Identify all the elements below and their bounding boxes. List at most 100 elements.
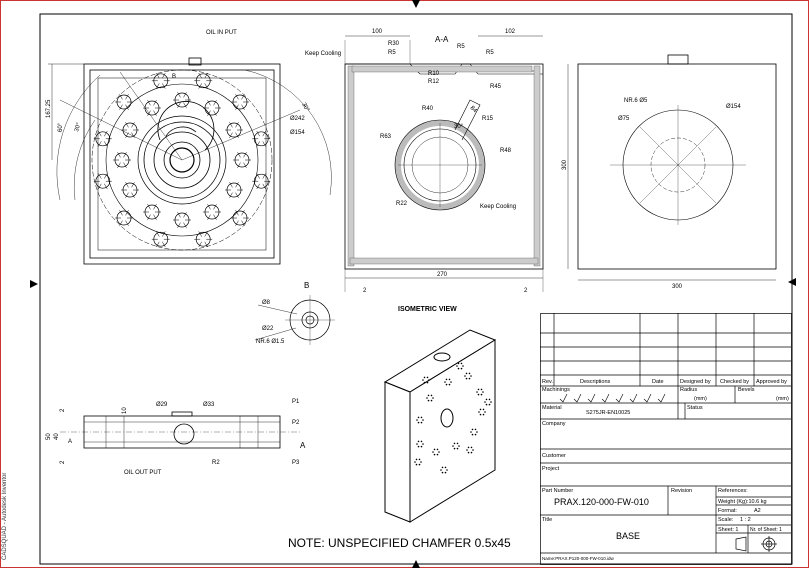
iso-hole-dot [482,408,485,411]
top-view [48,57,332,265]
tb-company-label: Company [542,421,566,427]
hole-spoke [156,241,160,248]
iso-hole-dot [433,453,436,456]
iso-hole-dot [448,383,451,386]
iso-hole-dot [456,365,458,367]
iso-hole-dot [484,401,486,403]
iso-hole-dot [477,393,480,396]
hole-spoke [198,231,202,237]
dim-2-b: 2 [60,460,66,464]
hole-spoke [204,231,208,237]
hole-spoke [125,132,129,138]
tb-project-label: Project [542,466,560,472]
keep-cooling-top: Keep Cooling [305,51,341,57]
label-p3: P3 [292,460,300,466]
tb-radius: Radius [680,387,698,393]
hole-spoke [229,132,233,138]
hole-spoke [162,231,166,237]
iso-hole-dot [432,397,434,399]
iso-hole-dot [484,411,486,413]
hole-spoke [123,152,127,158]
iso-hole-dot [457,362,460,365]
iso-hole-dot [470,446,473,449]
hole-spoke [204,83,208,89]
tb-approved-by: Approved by [756,379,787,385]
iso-hole-dot [432,451,434,453]
iso-hole-dot [456,447,459,450]
hole-spoke [243,152,247,158]
iso-hole-dot [444,466,447,469]
detail-b [254,295,335,345]
hole-spoke [262,130,266,137]
iso-hole-dot [420,416,423,419]
hole-spoke [198,72,202,79]
iso-hole-dot [417,421,420,424]
tb-status-label: Status [687,405,703,411]
hole-spoke [131,132,135,138]
hole-spoke [125,182,129,188]
iso-hole-dot [467,451,470,454]
hole-spoke [119,210,123,216]
hole-spoke [147,214,151,220]
iso-hole-dot [418,463,421,466]
hole-spoke [156,72,160,79]
dim-nr6-d1-5: NR.6 Ø1.5 [256,339,285,345]
hole-spoke [162,83,166,89]
iso-hole-dot [458,445,460,447]
hole-spoke [207,214,211,220]
hole-spoke [147,204,151,210]
hole-spoke [207,204,211,210]
hole-spoke [177,222,181,228]
iso-hole-dot [430,399,433,402]
dim-r12: R12 [428,79,440,85]
tb-scale-value: 1 : 2 [740,517,751,523]
hole-spoke [162,241,166,248]
hole-spoke [125,192,129,198]
iso-hole-dot [441,471,444,474]
dim-d154: Ø154 [290,130,305,136]
dim-d8: Ø8 [262,300,271,306]
hole-spoke [183,92,187,98]
hole-spoke [198,241,202,248]
hole-spoke [237,152,241,158]
iso-hole-dot [477,388,480,391]
hole-spoke [204,241,208,248]
dim-50: 50 [46,433,52,440]
label-p2: P2 [292,420,300,426]
hole-spoke [235,192,239,198]
hole-spoke [153,110,157,116]
iso-hole-dot [452,445,454,447]
dim-2-right: 2 [524,288,528,294]
dim-40: 40 [54,433,60,440]
iso-hole-dot [422,419,424,421]
section-label: A-A [435,35,449,44]
hole-spoke [241,220,245,226]
hole-spoke [229,192,233,198]
hole-spoke [125,210,129,216]
iso-hole-dot [416,419,418,421]
chamfer-note: NOTE: UNSPECIFIED CHAMFER 0.5x45 [288,536,511,550]
isometric-title: ISOMETRIC VIEW [398,306,457,313]
hole-spoke [98,141,102,147]
hole-spoke [235,220,239,226]
dim-2-a: 2 [60,408,66,412]
iso-hole-dot [470,431,472,433]
iso-hole-dot [465,377,468,380]
tb-weight: Weight (Kg):10.6 kg [718,499,767,505]
title-block: Rev. Descriptions Date Designed by Check… [540,313,791,564]
dim-d29: Ø29 [156,402,168,408]
iso-hole-dot [480,393,483,396]
dim-300-vert: 300 [562,159,568,170]
hole-spoke [183,102,187,108]
hole-spoke [262,173,266,179]
section-mark-a-right: A [300,441,306,450]
isometric-hole-pattern [414,362,492,474]
iso-hole-dot [490,401,492,403]
tb-part-number-value: PRAX.120-000-FW-010 [554,497,649,507]
iso-hole-dot [457,367,460,370]
dim-30deg-a: 30° [74,122,82,133]
iso-hole-dot [488,403,491,406]
tb-checked-by: Checked by [720,379,750,385]
hole-spoke [256,141,260,147]
hole-spoke [117,162,121,168]
